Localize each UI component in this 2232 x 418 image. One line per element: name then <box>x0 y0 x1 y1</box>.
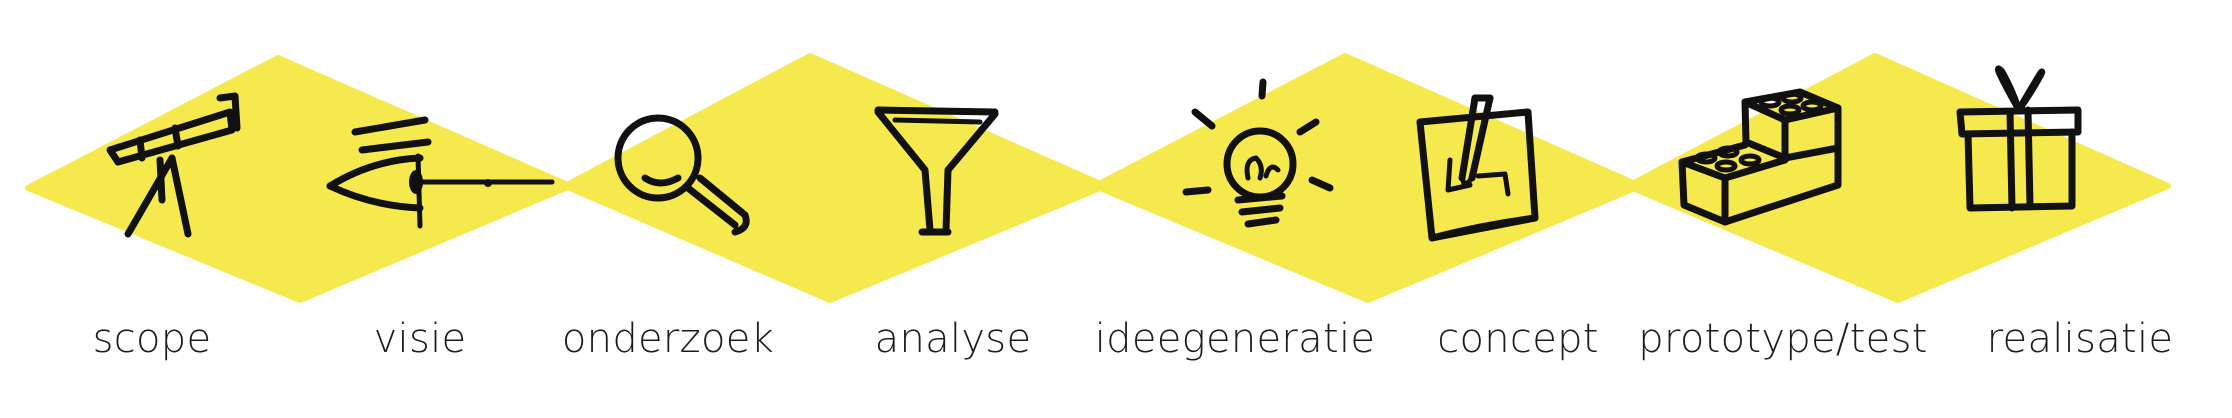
step-label-scope: scope <box>92 316 212 362</box>
step-label-prototype-test: prototype/test <box>1638 316 1928 362</box>
magnifying-glass-icon <box>614 114 750 236</box>
step-label-analyse: analyse <box>874 316 1032 362</box>
diamond-4 <box>1625 53 2171 303</box>
step-label-concept: concept <box>1437 316 1599 362</box>
funnel-icon <box>874 106 999 236</box>
diamond-1 <box>25 55 573 303</box>
telescope-icon <box>106 92 241 238</box>
step-labels: scope visie onderzoek analyse ideegenera… <box>0 300 2232 380</box>
step-label-onderzoek: onderzoek <box>561 316 775 362</box>
eye-icon <box>326 116 555 229</box>
diamond-3 <box>1092 53 1643 303</box>
notepad-pencil-icon <box>1416 94 1539 242</box>
lego-bricks-icon <box>1678 88 1842 226</box>
lightbulb-icon <box>1182 78 1334 228</box>
step-label-ideegeneratie: ideegeneratie <box>1094 316 1376 362</box>
gift-icon <box>1956 65 2082 212</box>
diamond-band <box>25 53 2171 303</box>
step-label-visie: visie <box>373 316 467 362</box>
step-label-realisatie: realisatie <box>1986 316 2174 362</box>
